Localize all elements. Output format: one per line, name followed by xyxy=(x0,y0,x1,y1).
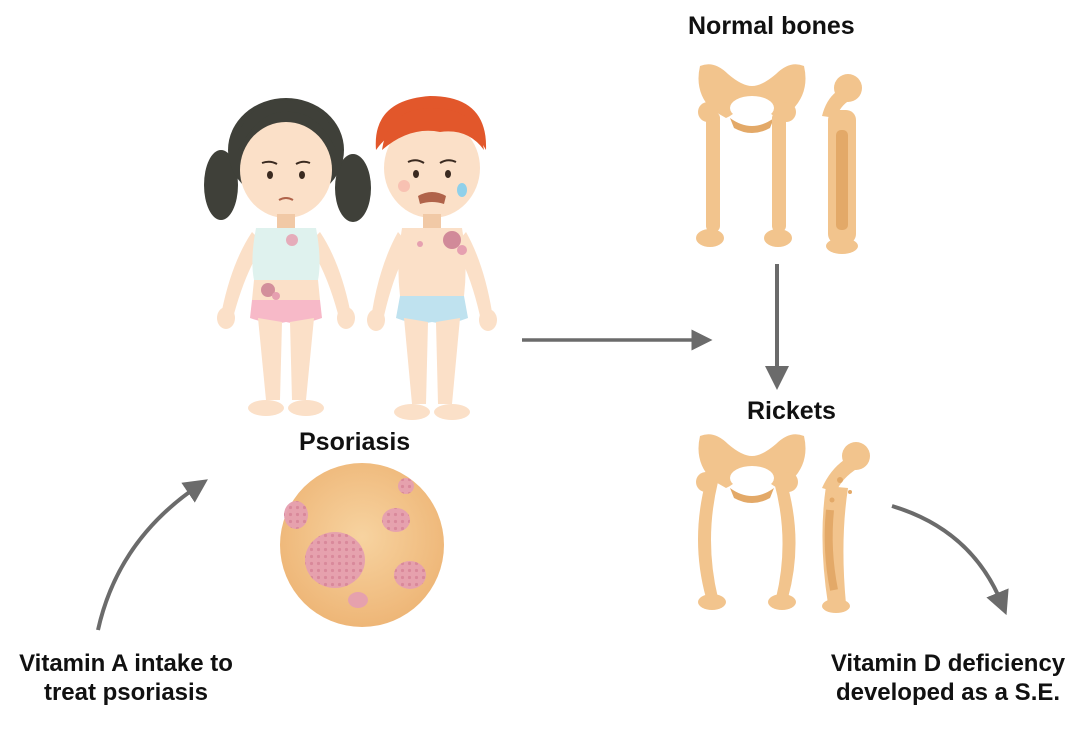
vitamin-a-label-line2: treat psoriasis xyxy=(8,679,244,708)
boy-figure xyxy=(367,96,497,420)
vitamin-a-label-line1: Vitamin A intake to xyxy=(8,650,244,679)
psoriasis-label: Psoriasis xyxy=(299,427,410,457)
rickets-femur-bone xyxy=(822,442,870,613)
arrow-vitamin-a-to-psoriasis xyxy=(98,486,198,630)
vitamin-a-label: Vitamin A intake to treat psoriasis xyxy=(8,650,244,708)
vitamin-d-label-line1: Vitamin D deficiency xyxy=(820,650,1076,679)
arrow-rickets-to-vitamin-d xyxy=(892,506,1002,604)
normal-bones-label: Normal bones xyxy=(688,11,855,41)
children-with-psoriasis-illustration xyxy=(204,96,497,420)
girl-figure xyxy=(204,98,371,416)
vitamin-d-label: Vitamin D deficiency developed as a S.E. xyxy=(820,650,1076,708)
vitamin-d-label-line2: developed as a S.E. xyxy=(820,679,1076,708)
normal-femur-bone xyxy=(822,74,862,254)
rickets-label: Rickets xyxy=(747,396,836,426)
rickets-pelvis-bowed-legs-bone xyxy=(696,434,806,610)
normal-pelvis-legs-bone xyxy=(696,64,806,247)
psoriasis-skin-closeup xyxy=(280,463,444,627)
